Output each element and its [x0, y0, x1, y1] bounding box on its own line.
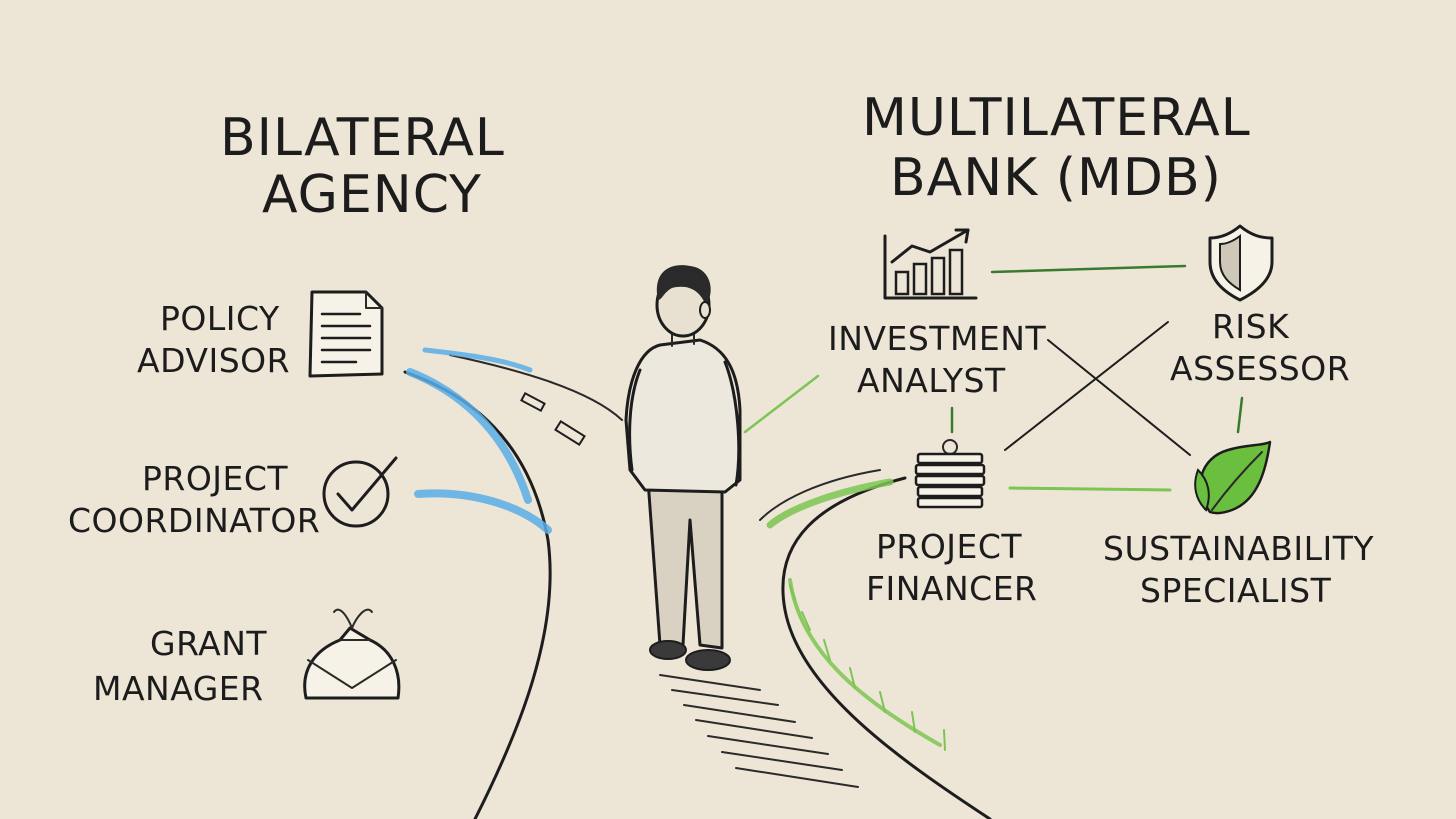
road-right-edge: [781, 476, 992, 819]
connector-analyst-risk: [990, 264, 1187, 274]
grass-strokes: [789, 584, 946, 751]
project-coordinator-label-line2: COORDINATOR: [68, 501, 320, 540]
road-right-inner-edge: [759, 469, 881, 521]
risk-assessor-label-line1: RISK: [1212, 307, 1290, 346]
sustainability-specialist-label-line1: SUSTAINABILITY: [1103, 529, 1374, 568]
connector-risk-sustainability: [1236, 396, 1244, 434]
person-left-arm: [628, 368, 642, 472]
connector-analyst-sustainability: [1047, 339, 1191, 456]
road-left-inner-edge: [449, 354, 623, 421]
road-dash: [520, 391, 546, 413]
leaf-icon: [1194, 440, 1272, 515]
shield-icon: [1208, 224, 1274, 302]
risk-assessor-label-line2: ASSESSOR: [1170, 349, 1350, 388]
person-ear: [699, 301, 711, 319]
connector-person-analyst: [743, 374, 820, 434]
bilateral-heading-line2: AGENCY: [262, 165, 482, 225]
person-hair: [656, 265, 711, 306]
person-legs: [646, 478, 724, 650]
connector-risk-financer: [1004, 321, 1169, 451]
grant-manager-label-line2: MANAGER: [93, 669, 264, 708]
policy-advisor-label-line2: ADVISOR: [137, 341, 290, 380]
bar-chart-icon: [883, 228, 978, 300]
mdb-heading-line2: BANK (MDB): [890, 148, 1222, 208]
money-bag-icon: [303, 608, 401, 700]
person-right-arm: [723, 360, 741, 487]
project-financer-label-line2: FINANCER: [866, 569, 1037, 608]
project-coordinator-label-line1: PROJECT: [142, 459, 288, 498]
forked-road: [403, 354, 992, 819]
bilateral-path-highlight: [406, 347, 552, 534]
investment-analyst-label-line1: INVESTMENT: [828, 319, 1046, 358]
coin-stack-icon: [914, 439, 986, 509]
person-shadow: [659, 674, 859, 788]
road-left-edge: [403, 370, 552, 819]
connector-financer-sustainability: [1008, 486, 1172, 492]
checkmark-circle-icon: [322, 456, 398, 528]
road-dash: [554, 419, 586, 447]
person-jacket: [624, 338, 742, 494]
policy-advisor-label-line1: POLICY: [160, 299, 280, 338]
grant-manager-label-line1: GRANT: [150, 624, 267, 663]
person-left-shoe: [649, 640, 687, 660]
sustainability-specialist-label-line2: SPECIALIST: [1140, 571, 1332, 610]
person-at-crossroads: [624, 265, 742, 671]
mdb-network-lines: [743, 264, 1244, 492]
investment-analyst-label-line2: ANALYST: [857, 361, 1006, 400]
person-right-shoe: [685, 649, 731, 671]
project-financer-label-line1: PROJECT: [876, 527, 1022, 566]
document-icon: [308, 290, 384, 378]
bilateral-heading-line1: BILATERAL: [220, 108, 505, 168]
mdb-heading-line1: MULTILATERAL: [862, 88, 1251, 148]
mdb-path-highlight: [766, 478, 942, 747]
